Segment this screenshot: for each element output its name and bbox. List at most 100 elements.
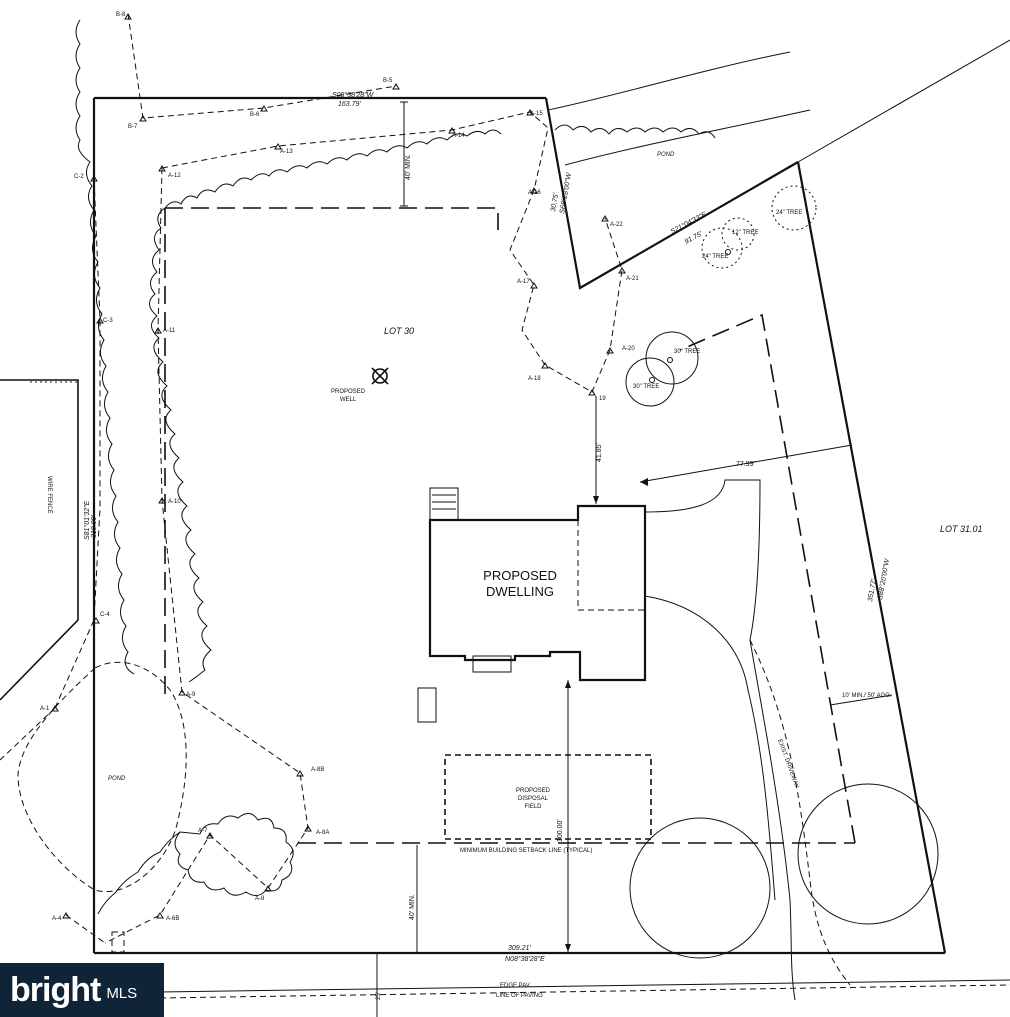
point-label: A-13 [280,149,293,155]
disposal-label-line2: DISPOSAL [518,796,549,802]
west-bearing: S81°01'32"E [83,500,91,540]
point-label: A-20 [622,346,635,352]
edge-label-2: LINE OF PAVING [496,993,543,999]
point-label: A-1 [40,706,50,712]
tree-cluster-se [629,783,939,959]
tree-cluster-ne [625,185,817,407]
wire-fence-note: WIRE FENCE [46,476,52,514]
point-label: A-14 [452,133,465,139]
treeline-west-outer [75,19,135,675]
point-label: A-6B [166,916,179,922]
pond-lower-label: POND [108,776,126,782]
edge-label-1: EDGE PAV. [500,983,531,989]
tree-label: 24" TREE [702,254,728,260]
neighbor-line-west [0,379,79,701]
disposal-label-line3: FIELD [524,804,542,810]
point-label: A-4 [52,916,62,922]
property-boundary-east [796,161,947,954]
east-distance: 351.77' [867,578,878,602]
well-label-line2: WELL [340,397,357,403]
south-setback-tick-label: 25' [376,992,382,1000]
pond-upper [547,51,811,166]
front-min-dim: 40' MIN. [405,154,412,180]
point-label: A-16 [528,190,541,196]
traverse-b [127,13,397,119]
traverse-a4 [65,914,106,944]
driveway [644,479,796,1001]
tree-label: 12" TREE [732,230,758,236]
mls-watermark: bright MLS [0,963,164,1017]
setback-line-label: MINIMUM BUILDING SETBACK LINE (TYPICAL) [460,848,592,854]
point-label: A-8 [255,896,265,902]
treeline-south-center [174,813,294,896]
side-min-dim: 10' MIN./ 50' AGG. [842,693,892,699]
disposal-label-line1: PROPOSED [516,788,551,794]
point-label: A-10 [168,499,181,505]
proposed-dwelling [428,487,647,682]
road-edge-2 [159,979,1010,993]
point-label: C-3 [103,318,113,324]
north-bearing: S08°38'28"W [332,91,375,99]
west-distance: 310.00' [91,515,98,538]
neighbor-line-ne [797,39,1010,163]
traverse-a-west [104,167,309,944]
point-label: A-8A [316,830,329,836]
rear-min-dim: 40' MIN. [409,894,416,920]
building-setback-line-north [165,207,499,230]
north-distance: 163.79' [338,101,361,108]
survey-points: B-8 B-7 B-6 B-5 A-15 A-14 A-13 A-12 A-16… [40,12,639,922]
road-edge [159,984,1010,999]
point-label: A-9 [186,692,196,698]
point-label: A-22 [610,222,623,228]
point-label: A-8B [311,767,324,773]
watermark-brand: bright [10,970,101,1009]
well-to-house-dim: 41.85' [596,443,603,462]
south-bearing: N08°38'28"E [505,955,545,963]
ne-distance: 91.75' [684,230,705,245]
point-label: A-12 [168,173,181,179]
point-label: B-6 [250,112,260,118]
proposed-disposal-field [444,754,652,840]
pond-distance: 30.75' [550,192,560,212]
dimension-lines [400,101,893,952]
corner-monument [111,931,125,953]
watermark-suffix: MLS [106,984,138,1002]
point-label: C-4 [100,612,110,618]
point-label: A-21 [626,276,639,282]
pond-lower [17,661,187,892]
tree-label: 30" TREE [674,349,700,355]
well-label-line1: PROPOSED [331,389,366,395]
east-bearing: S88°20'00"W [876,557,891,600]
point-label: B-8 [116,12,126,18]
point-label: A-7 [198,828,208,834]
house-to-east-dim: 77.99' [736,461,755,468]
point-label: A-17 [517,279,530,285]
point-label: C-2 [74,174,84,180]
treeline-west-inner [149,207,212,683]
point-label: B-7 [128,124,138,130]
small-structure [417,687,437,723]
traverse-a1 [0,707,56,761]
house-to-south-dim: 100.00' [557,819,564,842]
point-label: 19 [599,396,606,402]
point-label: B-5 [383,78,393,84]
treeline-north [164,129,502,209]
driveway-edge [749,639,851,986]
tree-label: 24" TREE [776,210,802,216]
point-label: A-15 [530,111,543,117]
treeline-north-pond [554,124,716,139]
dwelling-label-line2: DWELLING [486,584,554,599]
dwelling-label-line1: PROPOSED [483,568,557,583]
lot-30-label: LOT 30 [384,326,414,336]
property-boundary-ne [544,97,799,290]
wire-fence [30,381,79,620]
lot-31-label: LOT 31.01 [940,524,983,534]
building-setback-line-east [679,313,856,844]
point-label: A-18 [528,376,541,382]
traverse-a-north [161,111,623,393]
south-distance: 309.21' [508,945,531,952]
pond-upper-label: POND [657,152,675,158]
point-label: A-11 [163,328,176,334]
treeline-south-west-a [97,831,181,915]
